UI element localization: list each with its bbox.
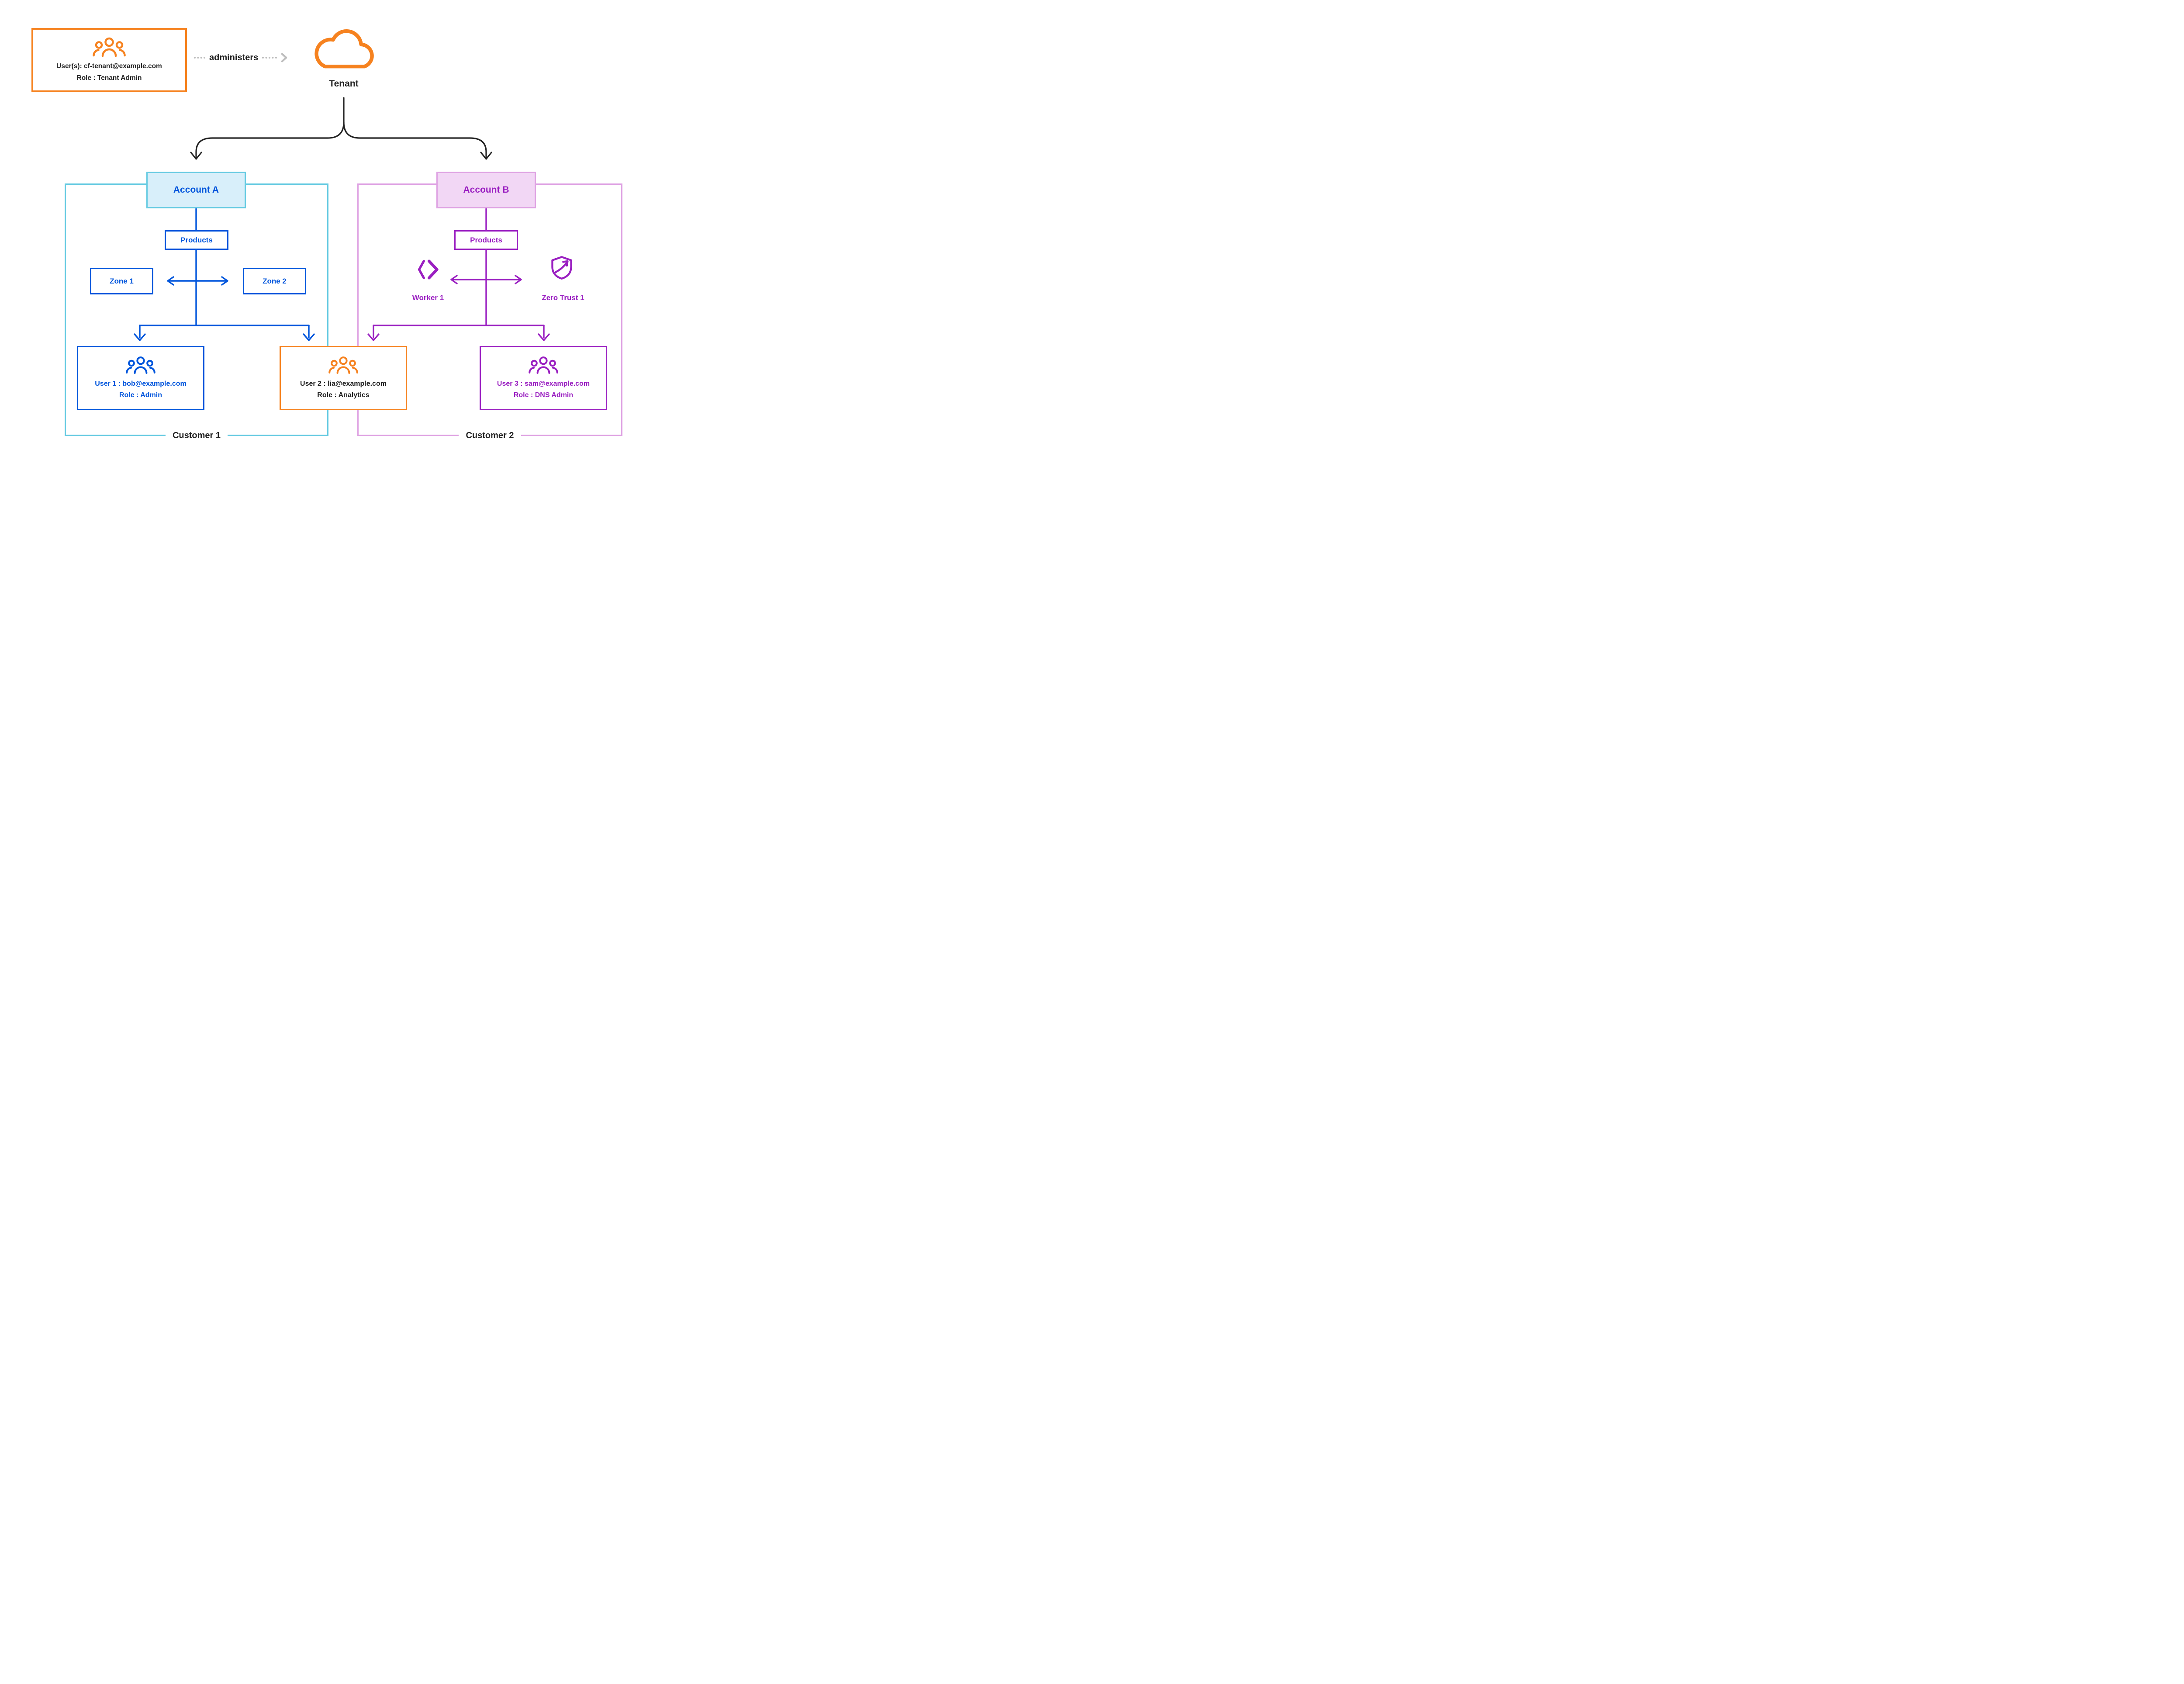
zero-trust1-label: Zero Trust 1 — [542, 294, 584, 302]
zone2-box: Zone 2 — [243, 268, 306, 294]
tenant-split-connector — [190, 97, 492, 160]
user3-box: User 3 : sam@example.com Role : DNS Admi… — [480, 346, 607, 410]
user1-role: Role : Admin — [119, 391, 162, 399]
account-b-title: Account B — [463, 185, 509, 195]
user3-role: Role : DNS Admin — [513, 391, 574, 399]
worker1-label: Worker 1 — [412, 294, 444, 302]
tenant-cloud-icon — [307, 24, 380, 76]
account-a-title: Account A — [173, 185, 219, 195]
arrow-right-icon — [281, 53, 287, 62]
account-b-tree-connector — [367, 208, 550, 341]
account-b-box: Account B — [436, 172, 536, 208]
account-b-products-box: Products — [454, 230, 518, 250]
account-a-box: Account A — [146, 172, 246, 208]
customer2-label: Customer 2 — [459, 429, 521, 442]
zone2-label: Zone 2 — [263, 277, 287, 285]
tenant-admin-user: User(s): cf-tenant@example.com — [56, 62, 162, 70]
account-a-products-label: Products — [180, 235, 213, 244]
user2-email: User 2 : lia@example.com — [300, 380, 387, 388]
dotted-line-left — [194, 57, 205, 59]
account-b-products-label: Products — [470, 235, 502, 244]
workers-icon — [416, 259, 440, 280]
tenant-admin-role: Role : Tenant Admin — [76, 74, 142, 82]
user1-box: User 1 : bob@example.com Role : Admin — [77, 346, 204, 410]
tenant-architecture-diagram: User(s): cf-tenant@example.com Role : Te… — [0, 0, 673, 465]
tenant-label: Tenant — [329, 79, 359, 89]
customer1-label-row: Customer 1 — [65, 429, 328, 442]
users-group-icon — [126, 356, 156, 374]
user1-email: User 1 : bob@example.com — [95, 380, 187, 388]
account-a-products-box: Products — [165, 230, 228, 250]
tenant-admin-box: User(s): cf-tenant@example.com Role : Te… — [31, 28, 187, 92]
zone1-box: Zone 1 — [90, 268, 153, 294]
customer1-label: Customer 1 — [165, 429, 228, 442]
dotted-line-right — [262, 57, 277, 59]
account-a-tree-connector — [134, 208, 315, 341]
zone1-label: Zone 1 — [110, 277, 134, 285]
users-group-icon — [529, 356, 558, 374]
user3-email: User 3 : sam@example.com — [497, 380, 590, 388]
administers-connector: administers — [194, 50, 287, 66]
administers-label: administers — [209, 52, 259, 62]
user2-role: Role : Analytics — [317, 391, 370, 399]
users-group-icon — [328, 356, 358, 374]
user2-box: User 2 : lia@example.com Role : Analytic… — [280, 346, 407, 410]
zero-trust-icon — [549, 255, 574, 280]
customer2-label-row: Customer 2 — [357, 429, 622, 442]
users-group-icon — [93, 37, 126, 57]
